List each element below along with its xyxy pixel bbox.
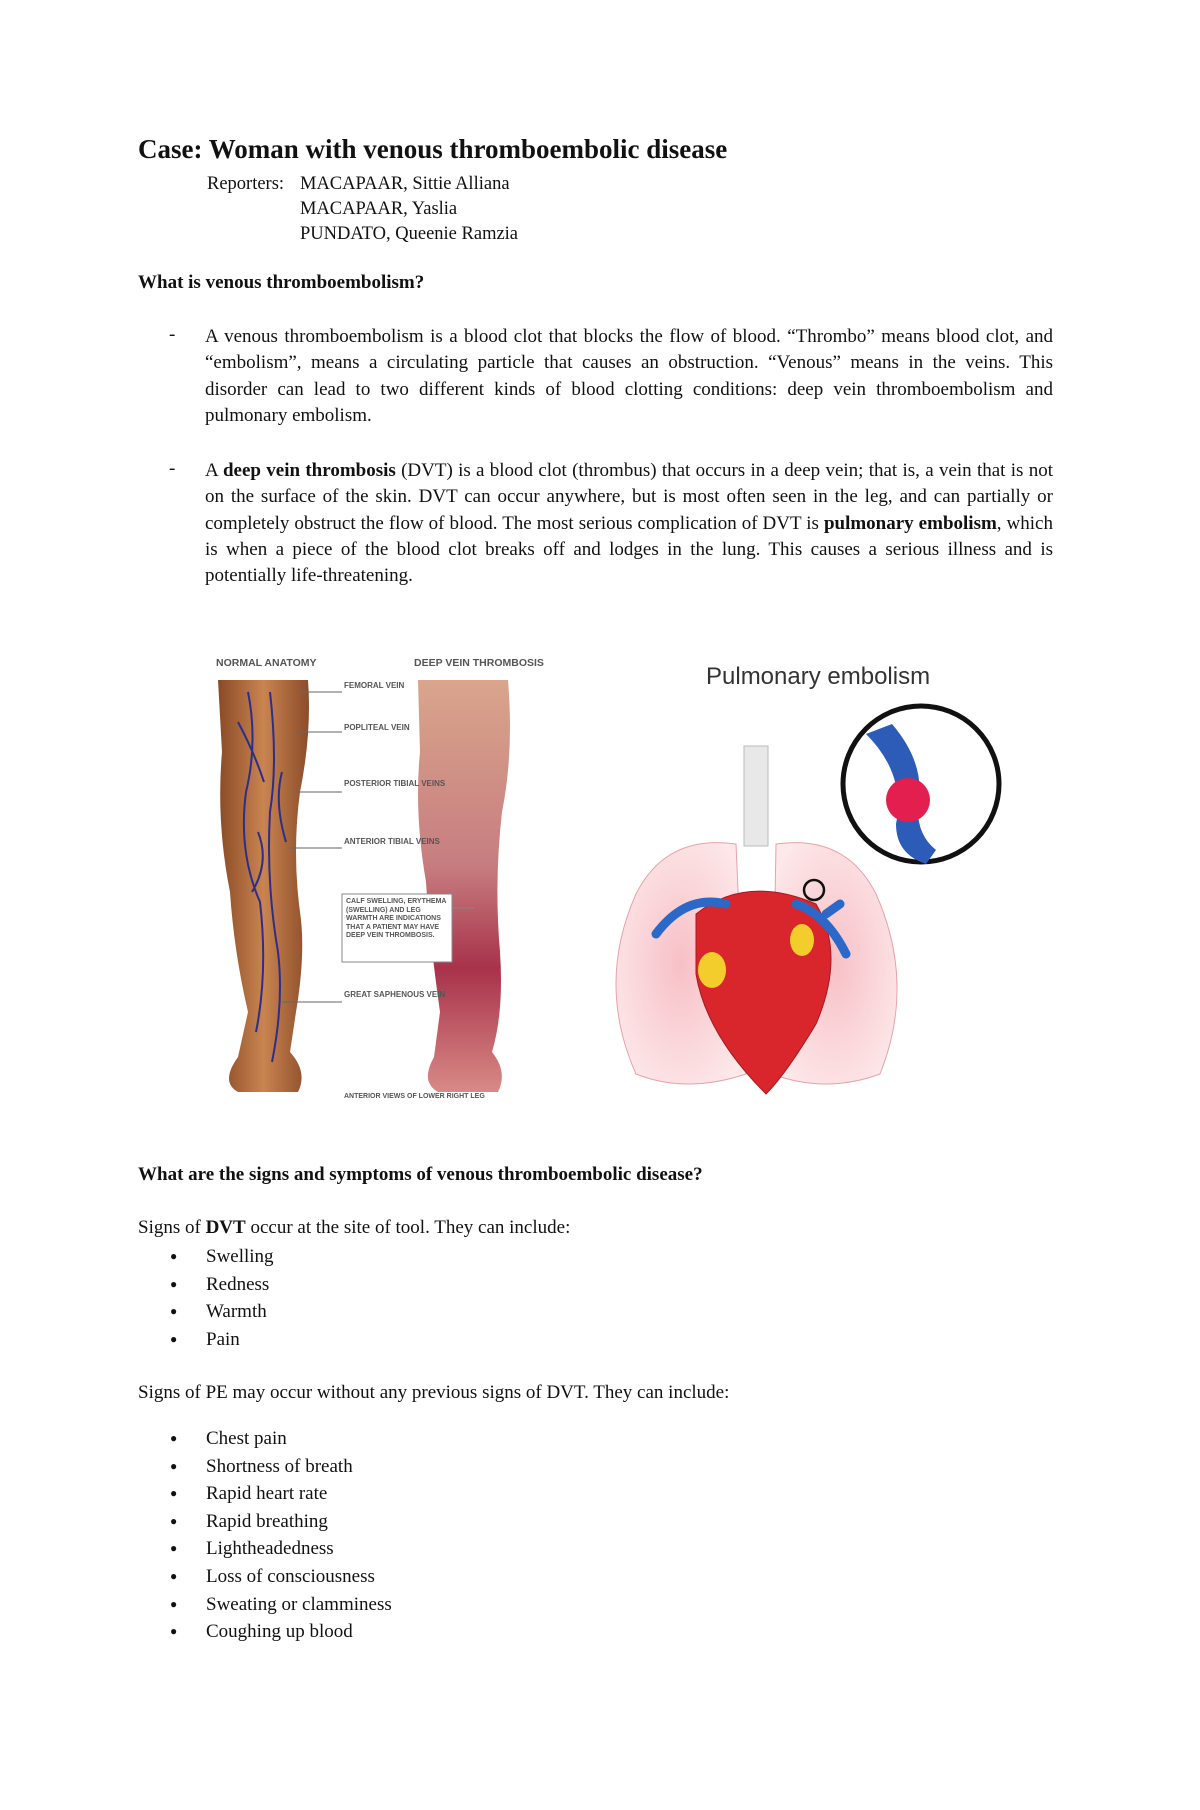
dvt-paragraph: A deep vein thrombosis (DVT) is a blood … [205,458,1053,589]
list-item: Loss of consciousness [138,1563,392,1591]
list-dash: - [169,324,176,345]
label-great-saphenous-vein: GREAT SAPHENOUS VEIN [344,990,445,999]
dvt-signs-intro: Signs of DVT occur at the site of tool. … [138,1217,570,1239]
normal-anatomy-title: NORMAL ANATOMY [216,657,317,669]
dvt-signs-list: Swelling Redness Warmth Pain [138,1243,274,1353]
pe-signs-list: Chest pain Shortness of breath Rapid hea… [138,1425,392,1646]
list-item: Pain [138,1326,274,1354]
text-run: (DVT) is a blood clot (thrombus) that oc… [205,460,1053,534]
text-run: occur at the site of tool. They can incl… [245,1217,571,1238]
embolus-marker-ring [802,878,826,902]
bold-term-dvt: deep vein thrombosis [222,460,396,481]
list-item: Lightheadedness [138,1535,392,1563]
callout-box [341,893,453,963]
pe-title: Pulmonary embolism [706,663,930,690]
list-dash: - [169,458,176,479]
text-run: Signs of [138,1217,206,1238]
list-item: Rapid heart rate [138,1480,392,1508]
list-item: Rapid breathing [138,1508,392,1536]
list-item: Chest pain [138,1425,392,1453]
dvt-title: DEEP VEIN THROMBOSIS [414,657,544,669]
callout-text: CALF SWELLING, ERYTHEMA (SWELLING) AND L… [346,898,447,939]
pulmonary-artery-lines [651,897,851,959]
reporters-label: Reporters: [207,174,285,194]
swollen-leg-shape [418,680,510,1092]
text-run: A [205,460,223,481]
section-heading-signs: What are the signs and symptoms of venou… [138,1164,703,1185]
section-heading-what-is-vte: What is venous thromboembolism? [138,272,425,293]
pe-signs-intro: Signs of PE may occur without any previo… [138,1382,730,1403]
trachea-shape [743,745,769,847]
text-run: , which is when a piece of the blood clo… [205,512,1053,587]
reporter-name: PUNDATO, Queenie Ramzia [300,224,519,244]
bold-term-dvt: DVT [205,1217,246,1238]
normal-leg-shape [218,680,309,1092]
definition-paragraph: A venous thromboembolism is a blood clot… [205,326,1053,426]
list-item: Warmth [138,1298,274,1326]
label-anterior-tibial-veins: ANTERIOR TIBIAL VEINS [344,837,441,846]
reporters-block: Reporters: MACAPAAR, Sittie Alliana MACAP… [207,172,518,247]
dvt-illustration: NORMAL ANATOMY DEEP VEIN THROMBOSIS FEMO… [208,652,578,1104]
bold-term-pe: pulmonary embolism [823,512,997,534]
document-title: Case: Woman with venous thromboembolic d… [138,134,728,164]
label-popliteal-vein: POPLITEAL VEIN [344,723,410,732]
label-femoral-vein: FEMORAL VEIN [344,681,405,690]
reporter-name: MACAPAAR, Sittie Alliana [300,174,510,194]
reporter-name: MACAPAAR, Yaslia [300,199,458,219]
list-item: Shortness of breath [138,1453,392,1481]
fat-deposit [790,924,814,956]
list-item: Swelling [138,1243,274,1271]
fat-deposit [698,952,726,988]
figure-footer: ANTERIOR VIEWS OF LOWER RIGHT LEG [344,1093,485,1100]
vein-lines [237,691,287,1063]
list-item: Sweating or clamminess [138,1591,392,1619]
pulmonary-embolism-illustration: Pulmonary embolism [596,654,1046,1102]
label-posterior-tibial-veins: POSTERIOR TIBIAL VEINS [344,779,446,788]
list-item: Coughing up blood [138,1618,392,1646]
blood-clot-shape [886,778,930,822]
list-item: Redness [138,1271,274,1299]
